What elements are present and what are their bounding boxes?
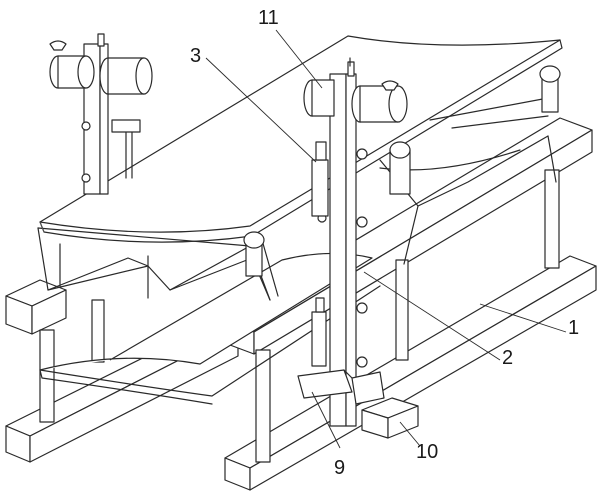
leader-lines bbox=[205, 29, 567, 449]
frame-legs bbox=[39, 169, 560, 463]
clamp-part-9 bbox=[297, 369, 385, 405]
label-10: 10 bbox=[416, 441, 438, 463]
label-2: 2 bbox=[502, 347, 513, 369]
label-3: 3 bbox=[190, 45, 201, 67]
label-1: 1 bbox=[568, 317, 579, 339]
callout-labels: 11 3 1 2 9 10 bbox=[190, 7, 579, 479]
block-part-10 bbox=[361, 397, 419, 439]
lower-curved-plate bbox=[39, 252, 381, 405]
right-base-rail bbox=[224, 255, 597, 491]
left-motor-unit bbox=[49, 40, 153, 95]
left-upper-beam bbox=[5, 279, 67, 335]
center-motor-unit bbox=[303, 79, 408, 123]
label-9: 9 bbox=[334, 457, 345, 479]
label-11: 11 bbox=[258, 7, 279, 29]
roller-assembly bbox=[243, 65, 561, 367]
